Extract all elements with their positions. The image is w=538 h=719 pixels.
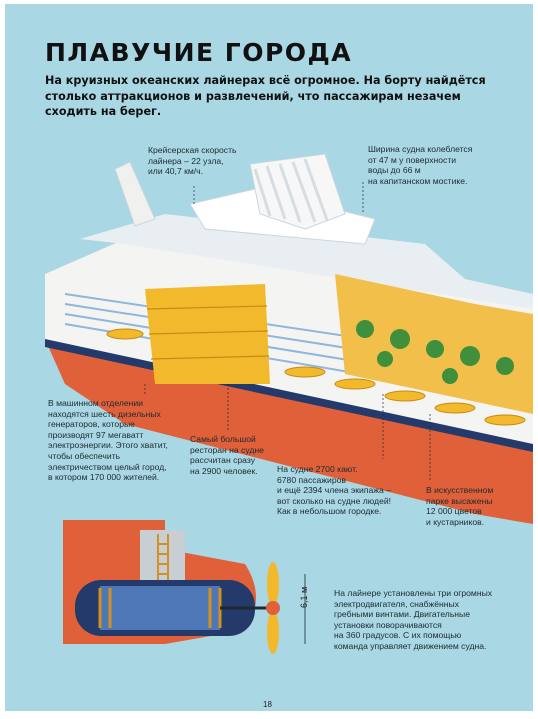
funnel: [249, 153, 346, 230]
dimension-label: 6,1 м: [299, 586, 309, 608]
lead-paragraph: На круизных океанских лайнерах всё огром…: [45, 74, 486, 118]
propulsion-pod: [63, 520, 267, 644]
note-speed: Крейсерская скорость лайнера – 22 узла, …: [148, 145, 237, 177]
propeller: [266, 562, 280, 654]
note-cabins: На судне 2700 кают. 6780 пассажиров и ещ…: [277, 464, 392, 517]
page: ПЛАВУЧИЕ ГОРОДА На круизных океанских ла…: [5, 4, 533, 711]
note-propellers: На лайнере установлены три огромных элек…: [334, 588, 493, 651]
funnel-stripes: [253, 158, 329, 223]
note-restaurant: Самый большой ресторан на судне рассчита…: [190, 434, 264, 476]
cruise-ship-illustration: [45, 153, 533, 654]
restaurant-floors: [146, 305, 270, 360]
ladder: [157, 534, 169, 580]
note-width: Ширина судна колеблется от 47 м у поверх…: [368, 144, 473, 186]
lifeboats: [106, 328, 526, 426]
mast: [114, 161, 156, 227]
note-engine: В машинном отделении находятся шесть диз…: [48, 398, 168, 483]
page-title: ПЛАВУЧИЕ ГОРОДА: [45, 38, 353, 67]
park-trees: [356, 320, 514, 384]
leader-lines: [144, 182, 431, 482]
note-park: В искусственном парке высажены 12 000 цв…: [426, 485, 494, 527]
hull-red: [45, 339, 533, 524]
superstructure: [80, 214, 533, 309]
page-number: 18: [263, 700, 272, 709]
restaurant-cutaway: [145, 284, 270, 384]
